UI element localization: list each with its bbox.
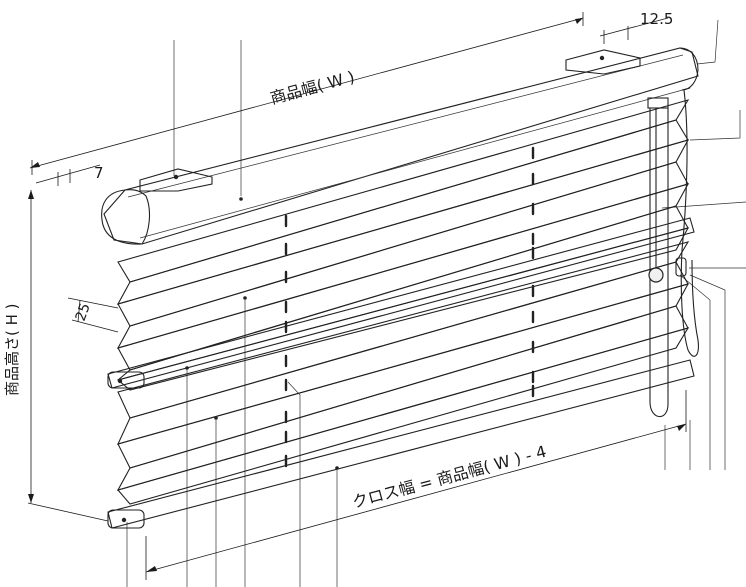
width-dim-label: 商品幅( W ): [268, 67, 356, 108]
head-rail: [101, 47, 699, 245]
bracket-offset-label: 12.5: [640, 10, 673, 28]
bracket-offset-dimension: 12.5: [599, 10, 673, 44]
end-offset-dimension: 7: [35, 164, 104, 186]
end-offset-label: 7: [94, 164, 104, 182]
mounting-bracket-right: [565, 49, 641, 75]
head-rail-right-cap: [679, 47, 699, 91]
bottom-rail: [107, 359, 695, 529]
cloth-width-dimension: クロス幅 = 商品幅( W ) - 4: [145, 390, 687, 580]
anchor-dots: [185, 197, 339, 470]
middle-rail: [107, 217, 695, 389]
cord-lock-icon: [647, 97, 669, 109]
height-dim-label: 商品高さ( H ): [3, 303, 21, 396]
callout-leaders: [126, 19, 746, 587]
pleat-pitch-label: 25: [73, 301, 94, 323]
pleat-pitch-dimension: 25: [67, 297, 119, 333]
cloth-width-dim-label: クロス幅 = 商品幅( W ) - 4: [350, 442, 548, 512]
head-rail-left-cap: [101, 189, 151, 245]
pleated-fabric-upper: [116, 99, 690, 391]
pleated-fabric-lower: [116, 241, 690, 505]
operating-cord-set: [647, 89, 699, 418]
mounting-bracket-left: [139, 168, 213, 192]
cord-handle-icon: [648, 267, 664, 283]
height-dimension: 商品高さ( H ): [3, 190, 109, 522]
lift-cords: [284, 146, 535, 468]
